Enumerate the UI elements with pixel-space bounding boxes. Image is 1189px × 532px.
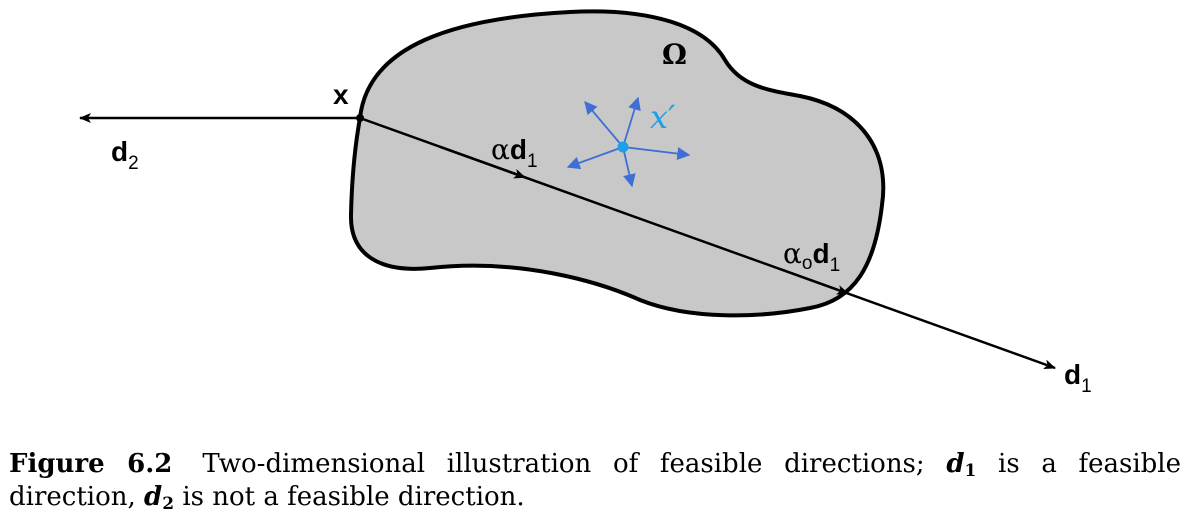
point-x-label: x <box>333 79 349 110</box>
feasible-region-shape <box>348 9 886 318</box>
d2-label-sub: 2 <box>128 153 139 174</box>
caption-d2: d2 <box>144 482 175 514</box>
caption-d1: d1 <box>946 449 977 481</box>
d1-label: d1 <box>1064 359 1092 397</box>
d2-label: d2 <box>111 136 139 174</box>
feasible-directions-figure: Ω x x′ d2 d1 αd1 αod1 <box>79 9 1092 397</box>
caption-text-1: Two-dimensional illustration of feasible… <box>202 449 947 479</box>
caption-text-2: is a feasible direction, <box>9 449 1182 512</box>
inner-point-label: x′ <box>650 98 676 136</box>
point-x-dot <box>356 114 364 122</box>
d1-label-sub: 1 <box>1081 376 1092 397</box>
alpha-d1-label: αd1 <box>491 133 538 172</box>
caption-text-3: is not a feasible direction. <box>174 482 525 512</box>
interior-point-arrows <box>566 96 691 188</box>
interior-point-dot <box>617 141 629 153</box>
step-arrow-alpha0-d1 <box>779 267 849 295</box>
figure-number: Figure 6.2 <box>9 449 173 479</box>
figure-caption: Figure 6.2 Two-dimensional illustration o… <box>9 448 1181 514</box>
step-arrow-alpha-d1 <box>439 145 526 179</box>
region-omega-label: Ω <box>662 38 687 71</box>
alpha0-d1-label: αod1 <box>783 237 840 276</box>
